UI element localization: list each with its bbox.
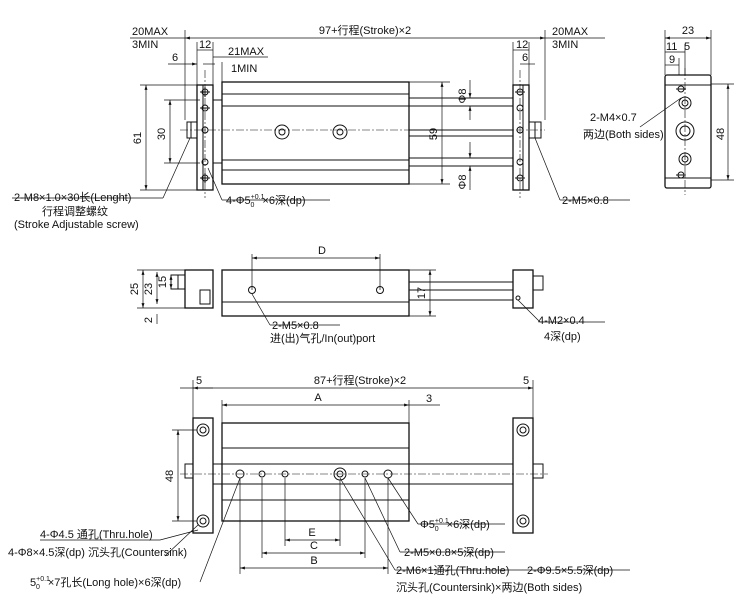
stroke-screw-spec: 2-M8×1.0×30长(Lenght) bbox=[14, 191, 131, 204]
bottom-dim-48: 48 bbox=[164, 470, 176, 482]
top-dim-12-right: 12 bbox=[516, 39, 528, 51]
front-port-spec: 2-M5×0.8 bbox=[272, 320, 319, 332]
top-dia-top: Φ8 bbox=[457, 89, 469, 104]
top-max-right: 20MAX bbox=[552, 26, 589, 38]
front-m2-depth: 4深(dp) bbox=[544, 330, 581, 343]
side-dim-5: 5 bbox=[684, 41, 690, 53]
top-dim-6-left: 6 bbox=[172, 52, 178, 64]
top-dim-6-right: 6 bbox=[522, 52, 528, 64]
bottom-label-a: A bbox=[314, 392, 322, 404]
top-max-21: 21MAX bbox=[228, 46, 265, 58]
front-dim-2: 2 bbox=[143, 317, 155, 323]
stroke-screw-en: (Stroke Adjustable screw) bbox=[14, 219, 139, 231]
bottom-left-plate bbox=[192, 417, 214, 534]
side-dim-11: 11 bbox=[666, 41, 677, 53]
side-dim-23: 23 bbox=[682, 25, 694, 37]
side-dim-48: 48 bbox=[715, 128, 727, 140]
top-dia-bottom: Φ8 bbox=[457, 175, 469, 190]
body-bolt-left bbox=[274, 124, 290, 140]
front-port-note: 进(出)气孔/In(out)port bbox=[270, 331, 375, 345]
top-dim-12-left: 12 bbox=[199, 39, 211, 51]
bottom-right-plate bbox=[512, 417, 534, 534]
bottom-view: 87+行程(Stroke)×2 5 5 A 3 48 E C B 4-Φ4.5 … bbox=[8, 374, 630, 594]
top-dim-61: 61 bbox=[132, 132, 144, 144]
bottom-label-c: C bbox=[310, 540, 318, 552]
front-label-d: D bbox=[318, 245, 326, 257]
bottom-dim-5-right: 5 bbox=[523, 375, 529, 387]
bottom-body bbox=[221, 422, 410, 522]
top-dim-59: 59 bbox=[428, 128, 440, 140]
side-dim-9: 9 bbox=[669, 54, 675, 66]
top-stroke-total-label: 97+行程(Stroke)×2 bbox=[319, 24, 411, 37]
top-min-left: 3MIN bbox=[132, 39, 158, 51]
front-body bbox=[221, 269, 410, 317]
front-right-plate bbox=[512, 269, 534, 309]
side-view: 23 11 5 9 48 2-M4×0.7 两边(Both sides) bbox=[583, 25, 734, 195]
bottom-dim-3: 3 bbox=[426, 393, 432, 405]
bottom-dim-5-left: 5 bbox=[196, 375, 202, 387]
bottom-m5-depth: 2-M5×0.8×5深(dp) bbox=[404, 546, 494, 559]
bottom-stroke-total: 87+行程(Stroke)×2 bbox=[314, 374, 406, 387]
front-m2-spec: 4-M2×0.4 bbox=[538, 315, 585, 327]
front-view: D 25 23 15 2 17 2-M5×0.8 进(出)气孔/In(out)p… bbox=[129, 245, 605, 345]
bottom-m6-cs-note: 沉头孔(Countersink)×两边(Both sides) bbox=[396, 581, 582, 594]
cylinder-body bbox=[221, 81, 410, 185]
bottom-thru-hole: 4-Φ4.5 通孔(Thru.hole) bbox=[40, 528, 153, 541]
stroke-screw-cn: 行程调整螺纹 bbox=[42, 204, 108, 218]
top-max-left: 20MAX bbox=[132, 26, 169, 38]
right-port-spec: 2-M5×0.8 bbox=[562, 195, 609, 207]
front-dim-17: 17 bbox=[416, 287, 428, 299]
front-dim-23: 23 bbox=[143, 283, 155, 295]
body-bolt-right bbox=[332, 124, 348, 140]
top-min-right: 3MIN bbox=[552, 39, 578, 51]
front-dim-15: 15 bbox=[157, 276, 169, 288]
right-end-plate bbox=[512, 84, 530, 191]
top-view: 97+行程(Stroke)×2 20MAX 3MIN 20MAX 3MIN 12… bbox=[12, 24, 630, 231]
bottom-m6-thru: 2-M6×1通孔(Thru.hole) bbox=[396, 564, 509, 577]
bottom-m6-cs: 2-Φ9.5×5.5深(dp) bbox=[527, 564, 613, 577]
side-thread-spec: 2-M4×0.7 bbox=[590, 112, 637, 124]
bottom-countersink: 4-Φ8×4.5深(dp) 沉头孔(Countersink) bbox=[8, 546, 187, 559]
top-dim-30: 30 bbox=[156, 128, 168, 140]
front-dim-25: 25 bbox=[129, 283, 141, 295]
front-left-plate bbox=[184, 269, 214, 309]
top-min-1: 1MIN bbox=[231, 63, 257, 75]
bottom-label-b: B bbox=[310, 555, 317, 567]
bottom-label-e: E bbox=[308, 527, 315, 539]
side-plate-outline bbox=[664, 74, 712, 189]
side-both-sides: 两边(Both sides) bbox=[583, 128, 664, 141]
